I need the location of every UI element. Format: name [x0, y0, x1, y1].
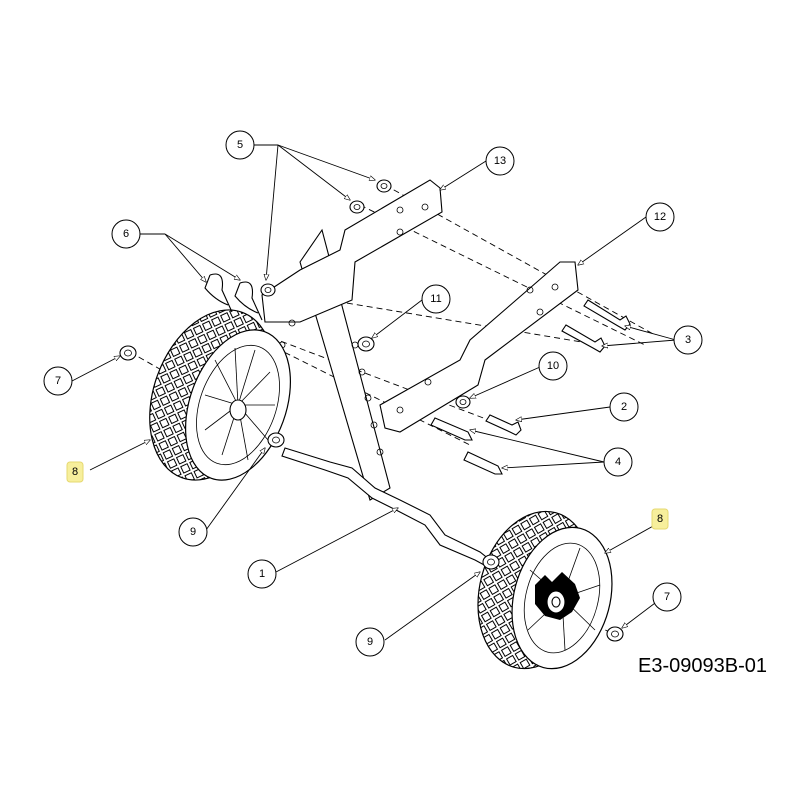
callout-5: 5 — [225, 130, 255, 160]
callout-12-label: 12 — [654, 211, 666, 223]
callout-7-left-label: 7 — [55, 375, 61, 387]
callout-9-right: 9 — [355, 627, 385, 657]
axle-nut-left — [119, 345, 137, 361]
nut-upper-2 — [349, 200, 365, 214]
callout-10-label: 10 — [547, 360, 559, 372]
right-wheel — [477, 510, 613, 670]
callout-5-label: 5 — [237, 139, 243, 151]
lower-bracket — [379, 261, 579, 433]
pin-4a — [430, 417, 473, 441]
callout-4-label: 4 — [615, 456, 621, 468]
hair-clip-b — [234, 281, 263, 321]
callout-3: 3 — [673, 325, 703, 355]
callout-13-label: 13 — [494, 155, 506, 167]
hair-clip-a — [204, 273, 233, 313]
callout-9-right-label: 9 — [367, 636, 373, 648]
callout-12: 12 — [645, 202, 675, 232]
callout-2: 2 — [609, 392, 639, 422]
callout-7-right: 7 — [652, 582, 682, 612]
callout-3-label: 3 — [685, 334, 691, 346]
bolt-3a — [583, 299, 631, 331]
drawing-code: E3-09093B-01 — [638, 655, 767, 677]
axle-nut-right — [606, 626, 624, 642]
callout-8-right-label: 8 — [657, 513, 663, 525]
washer-right — [482, 554, 500, 570]
axle — [281, 447, 491, 567]
callout-7-left: 7 — [43, 366, 73, 396]
upper-bracket — [261, 179, 443, 349]
callout-9-left-label: 9 — [190, 526, 196, 538]
bolt-3b — [561, 324, 606, 353]
callout-7-right-label: 7 — [664, 591, 670, 603]
left-wheel — [149, 309, 292, 481]
callout-11-label: 11 — [430, 293, 441, 305]
callout-10: 10 — [538, 351, 568, 381]
callout-8-left: 8 — [66, 461, 84, 483]
callout-1: 1 — [247, 559, 277, 589]
washer-left — [267, 432, 285, 448]
leader-lines — [71, 144, 677, 641]
hardware — [119, 179, 631, 642]
callout-1-label: 1 — [259, 568, 265, 580]
callout-2-label: 2 — [621, 401, 627, 413]
callout-11: 11 — [421, 284, 451, 314]
callout-6-label: 6 — [123, 228, 129, 240]
spacer-11 — [357, 336, 375, 352]
nut-upper-1 — [376, 179, 392, 193]
callout-8-left-label: 8 — [72, 466, 78, 478]
washer-10 — [455, 395, 471, 409]
callout-13: 13 — [485, 146, 515, 176]
callout-4: 4 — [603, 447, 633, 477]
pin-4b — [463, 451, 503, 475]
nut-upper-3 — [260, 283, 276, 297]
callout-9-left: 9 — [178, 517, 208, 547]
bolt-2 — [485, 414, 522, 436]
callout-6: 6 — [111, 219, 141, 249]
callout-8-right: 8 — [651, 508, 669, 530]
